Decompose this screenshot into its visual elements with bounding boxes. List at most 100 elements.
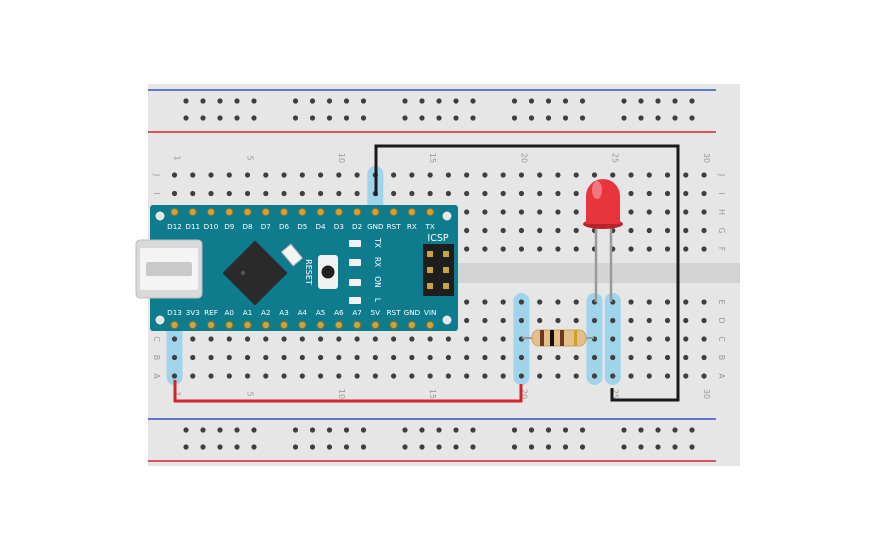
hole[interactable]	[573, 209, 579, 215]
rail-hole[interactable]	[638, 115, 644, 121]
hole[interactable]	[409, 336, 415, 342]
rail-hole[interactable]	[183, 444, 189, 450]
hole[interactable]	[591, 354, 598, 361]
hole[interactable]	[354, 354, 360, 361]
hole[interactable]	[427, 190, 433, 197]
rail-hole[interactable]	[579, 115, 586, 121]
rail-hole[interactable]	[511, 115, 518, 121]
reset-button[interactable]	[318, 255, 338, 289]
hole[interactable]	[482, 299, 488, 305]
hole[interactable]	[427, 373, 433, 379]
rail-hole[interactable]	[511, 427, 518, 433]
hole[interactable]	[354, 190, 360, 197]
hole[interactable]	[317, 373, 324, 379]
rail-hole[interactable]	[470, 98, 476, 104]
rail-hole[interactable]	[621, 427, 627, 433]
hole[interactable]	[372, 336, 378, 342]
black-ground-wire[interactable]	[374, 144, 680, 402]
hole[interactable]	[646, 299, 652, 305]
rail-hole[interactable]	[251, 427, 257, 433]
hole[interactable]	[500, 317, 506, 324]
hole[interactable]	[226, 373, 232, 379]
rail-hole[interactable]	[579, 444, 586, 450]
rail-hole[interactable]	[200, 98, 206, 104]
hole[interactable]	[573, 190, 579, 197]
hole[interactable]	[482, 246, 488, 252]
hole[interactable]	[299, 373, 305, 379]
hole[interactable]	[409, 373, 415, 379]
hole[interactable]	[500, 172, 506, 178]
rail-hole[interactable]	[689, 427, 695, 433]
hole[interactable]	[226, 172, 232, 178]
hole[interactable]	[555, 209, 561, 215]
hole[interactable]	[591, 317, 598, 324]
rail-hole[interactable]	[309, 444, 316, 450]
hole[interactable]	[464, 190, 470, 197]
hole[interactable]	[263, 190, 269, 197]
hole[interactable]	[281, 354, 287, 361]
hole[interactable]	[683, 354, 689, 361]
hole[interactable]	[537, 246, 543, 252]
hole[interactable]	[482, 190, 488, 197]
hole[interactable]	[537, 317, 543, 324]
hole[interactable]	[263, 373, 269, 379]
rail-hole[interactable]	[292, 444, 299, 450]
hole[interactable]	[464, 209, 470, 215]
hole[interactable]	[500, 190, 506, 197]
rail-hole[interactable]	[638, 444, 644, 450]
hole[interactable]	[664, 336, 671, 342]
hole[interactable]	[445, 172, 451, 178]
hole[interactable]	[664, 317, 671, 324]
hole[interactable]	[263, 336, 269, 342]
hole[interactable]	[171, 172, 178, 178]
rail-hole[interactable]	[217, 115, 223, 121]
rail-hole[interactable]	[638, 98, 644, 104]
hole[interactable]	[281, 336, 287, 342]
hole[interactable]	[628, 317, 634, 324]
hole[interactable]	[518, 172, 525, 178]
rail-hole[interactable]	[528, 98, 535, 104]
hole[interactable]	[573, 227, 579, 234]
hole[interactable]	[628, 172, 634, 178]
hole[interactable]	[664, 209, 671, 215]
hole[interactable]	[171, 190, 178, 197]
rail-hole[interactable]	[562, 427, 569, 433]
hole[interactable]	[591, 373, 598, 379]
rail-hole[interactable]	[689, 98, 695, 104]
rail-hole[interactable]	[545, 427, 552, 433]
hole[interactable]	[226, 354, 232, 361]
hole[interactable]	[683, 373, 689, 379]
hole[interactable]	[664, 172, 671, 178]
hole[interactable]	[171, 336, 178, 342]
rail-hole[interactable]	[511, 98, 518, 104]
rail-hole[interactable]	[402, 98, 408, 104]
hole[interactable]	[518, 299, 525, 305]
hole[interactable]	[628, 227, 634, 234]
hole[interactable]	[628, 354, 634, 361]
hole[interactable]	[317, 336, 324, 342]
rail-hole[interactable]	[360, 444, 367, 450]
rail-hole[interactable]	[217, 427, 223, 433]
hole[interactable]	[281, 190, 287, 197]
hole[interactable]	[555, 317, 561, 324]
rail-hole[interactable]	[343, 98, 350, 104]
hole[interactable]	[427, 172, 433, 178]
hole[interactable]	[299, 354, 305, 361]
hole[interactable]	[500, 354, 506, 361]
red-led[interactable]	[583, 179, 623, 302]
rail-hole[interactable]	[326, 98, 333, 104]
rail-hole[interactable]	[579, 98, 586, 104]
rail-hole[interactable]	[562, 115, 569, 121]
hole[interactable]	[445, 354, 451, 361]
rail-hole[interactable]	[360, 427, 367, 433]
rail-hole[interactable]	[638, 427, 644, 433]
hole[interactable]	[646, 373, 652, 379]
hole[interactable]	[190, 373, 196, 379]
rail-hole[interactable]	[343, 427, 350, 433]
rail-hole[interactable]	[326, 444, 333, 450]
rail-hole[interactable]	[453, 444, 459, 450]
hole[interactable]	[518, 190, 525, 197]
rail-hole[interactable]	[419, 115, 425, 121]
rail-hole[interactable]	[470, 115, 476, 121]
hole[interactable]	[299, 172, 305, 178]
